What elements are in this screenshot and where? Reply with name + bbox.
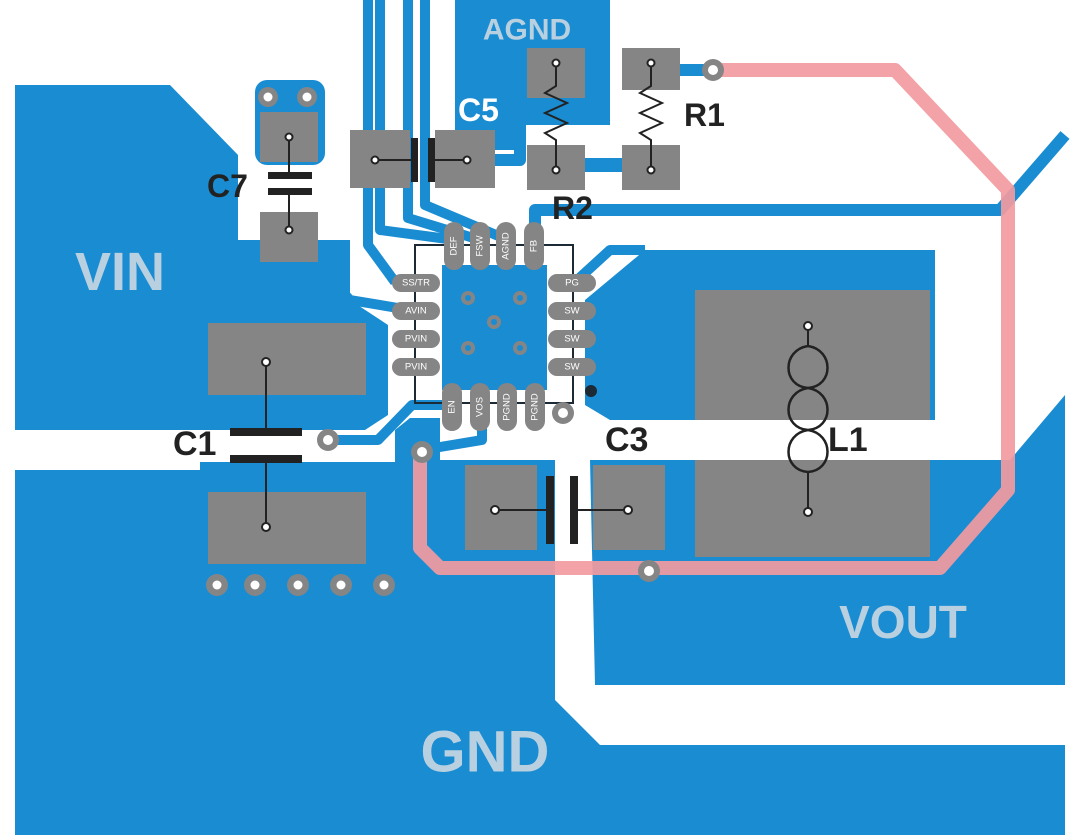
- net-label-gnd: GND: [421, 720, 550, 785]
- net-label-agnd: AGND: [483, 14, 571, 47]
- ic-pin-top: [444, 222, 464, 270]
- thermal-via-hole: [465, 295, 471, 301]
- ref-label-r2: R2: [552, 190, 593, 226]
- ref-label-l1: L1: [828, 421, 868, 459]
- ic-pin1-marker: [585, 385, 597, 397]
- ic-pin-label-pvin: PVIN: [405, 334, 427, 345]
- ic-pin-label-sw: SW: [564, 334, 579, 345]
- l1-symbol: [787, 321, 829, 517]
- c7-symbol: [268, 132, 312, 235]
- ic-pin-label-pg: PG: [565, 278, 579, 289]
- ic-pin-label-en: EN: [447, 400, 458, 413]
- ic-pin-label-fsw: FSW: [475, 235, 486, 256]
- ic-pin-bottom: [525, 383, 545, 431]
- ref-label-r1: R1: [684, 97, 725, 133]
- net-label-vin: VIN: [75, 242, 165, 302]
- c1-bottom-pad: [208, 492, 366, 564]
- c7-via-hole: [302, 92, 312, 102]
- gnd-via-hole: [293, 580, 303, 590]
- via-layer: [206, 59, 724, 596]
- ic-pin-right: [548, 358, 596, 376]
- c7-vias: [258, 87, 317, 107]
- ic-pin-bottom: [442, 383, 462, 431]
- ref-label-c3: C3: [605, 421, 648, 459]
- signal-vias: [317, 59, 724, 582]
- ic-pin-bottom: [470, 383, 490, 431]
- pg-trace: [571, 245, 645, 286]
- thermal-via-hole: [465, 345, 471, 351]
- gnd-via-hole: [336, 580, 346, 590]
- ic-pin-bottom: [497, 383, 517, 431]
- ss-tr-trace: [363, 0, 400, 285]
- gnd-via-hole: [250, 580, 260, 590]
- ic-pin-top: [470, 222, 490, 270]
- ic-pin-top: [496, 222, 516, 270]
- c5-symbol: [370, 138, 472, 182]
- gnd-via-hole: [212, 580, 222, 590]
- c7-via-hole: [263, 92, 273, 102]
- def-trace: [375, 0, 456, 245]
- ic-pin-right: [548, 302, 596, 320]
- ic-pin-label-def: DEF: [449, 236, 460, 255]
- ic-outline: [414, 244, 574, 404]
- ic-pin-label-agnd: AGND: [501, 232, 512, 260]
- ic-pin-label-pvin: PVIN: [405, 362, 427, 373]
- gnd-via-row: [206, 574, 395, 596]
- ic-pin-label-sw: SW: [564, 306, 579, 317]
- thermal-via-hole: [517, 345, 523, 351]
- ic-pin-left: [392, 358, 440, 376]
- c1-symbol: [230, 357, 302, 532]
- ic-pin-label-fb: FB: [529, 240, 540, 252]
- en-trace: [328, 400, 455, 445]
- en-via-hole: [323, 435, 333, 445]
- ic-pin-label-pgnd: PGND: [502, 393, 513, 421]
- ic-pin-left: [392, 274, 440, 292]
- ref-label-c1: C1: [173, 425, 216, 463]
- ic-pin-label-pgnd: PGND: [530, 393, 541, 421]
- ic-pin-top: [524, 222, 544, 270]
- l1-bottom-pad: [695, 460, 930, 557]
- vout-sense-via-hole: [644, 566, 654, 576]
- c3-left-pad: [465, 465, 537, 550]
- ref-label-c7: C7: [207, 168, 248, 204]
- vout-sense-trace: [413, 63, 1015, 575]
- r2-symbol: [542, 58, 570, 175]
- ic-pin-label-ss-tr: SS/TR: [402, 278, 430, 289]
- thermal-via-hole: [491, 319, 497, 325]
- ic-pins: [392, 222, 596, 431]
- ic-thermal-via-holes: [465, 295, 523, 351]
- pgnd-via-hole: [558, 408, 568, 418]
- ic-pin-left: [392, 302, 440, 320]
- schematic-symbols: [230, 58, 829, 544]
- ic-pin-right: [548, 274, 596, 292]
- ic-pin-label-vos: VOS: [475, 397, 486, 417]
- ref-label-c5: C5: [458, 92, 499, 128]
- l1-top-pad: [695, 290, 930, 420]
- thermal-via-hole: [517, 295, 523, 301]
- c1-top-pad: [208, 323, 366, 395]
- ic-pin-label-avin: AVIN: [405, 306, 427, 317]
- net-label-vout: VOUT: [839, 596, 967, 648]
- gnd-via-hole: [379, 580, 389, 590]
- vos-via-hole: [417, 447, 427, 457]
- ic-pin-label-sw: SW: [564, 362, 579, 373]
- c3-symbol: [490, 476, 633, 544]
- ic-pin-left: [392, 330, 440, 348]
- pad-layer: [208, 48, 930, 564]
- r1-via-hole: [708, 65, 718, 75]
- ic-pin-right: [548, 330, 596, 348]
- r1-symbol: [637, 58, 665, 175]
